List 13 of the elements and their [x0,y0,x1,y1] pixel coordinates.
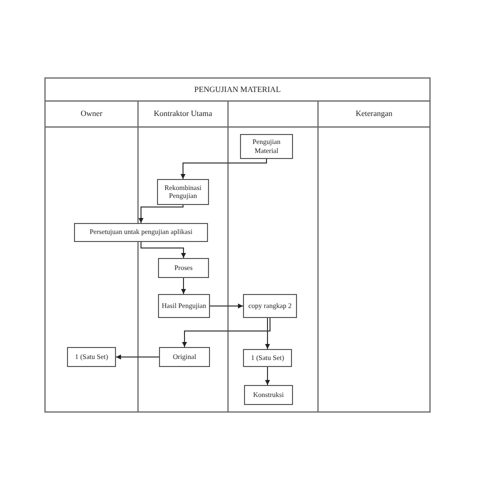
arrow [138,204,184,224]
arrow [265,318,270,350]
table-title: PENGUJIAN MATERIAL [194,84,281,94]
column-header: Keterangan [356,109,392,119]
arrow [265,366,270,386]
arrow [140,242,186,258]
column-header: Owner [80,109,102,119]
arrow [116,354,160,360]
column-header: Kontraktor Utama [154,109,212,119]
arrow [182,318,270,348]
arrow [181,278,186,294]
arrow [180,158,267,180]
arrow [210,304,244,308]
